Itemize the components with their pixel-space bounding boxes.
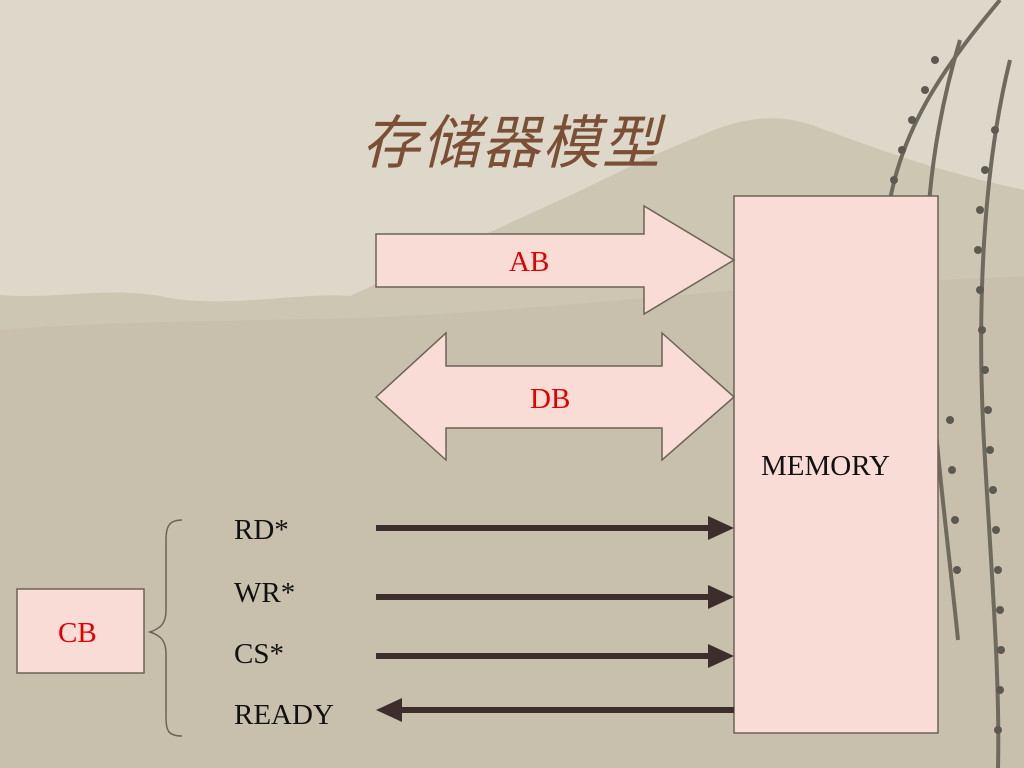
ready-arrowhead: [376, 698, 402, 722]
signal-label-rd: RD*: [234, 514, 289, 546]
control-bus-label: CB: [58, 617, 97, 649]
signal-label-wr: WR*: [234, 577, 296, 609]
rd-arrowhead: [708, 516, 734, 540]
signal-label-ready: READY: [234, 699, 334, 731]
control-signal-arrows: [376, 516, 734, 722]
signal-label-cs: CS*: [234, 638, 284, 670]
control-bus-box: [16, 588, 145, 674]
slide-title: 存储器模型: [361, 109, 662, 177]
wr-arrowhead: [708, 585, 734, 609]
memory-label: MEMORY: [761, 450, 890, 482]
memory-block: [733, 195, 939, 734]
data-bus-arrow: [374, 331, 736, 462]
data-bus-label: DB: [530, 383, 571, 415]
cs-arrowhead: [708, 644, 734, 668]
address-bus-label: AB: [509, 246, 550, 278]
address-bus-arrow: [375, 204, 736, 316]
control-bus-brace: [147, 519, 183, 737]
willow-leaves-decoration: [886, 56, 1005, 734]
